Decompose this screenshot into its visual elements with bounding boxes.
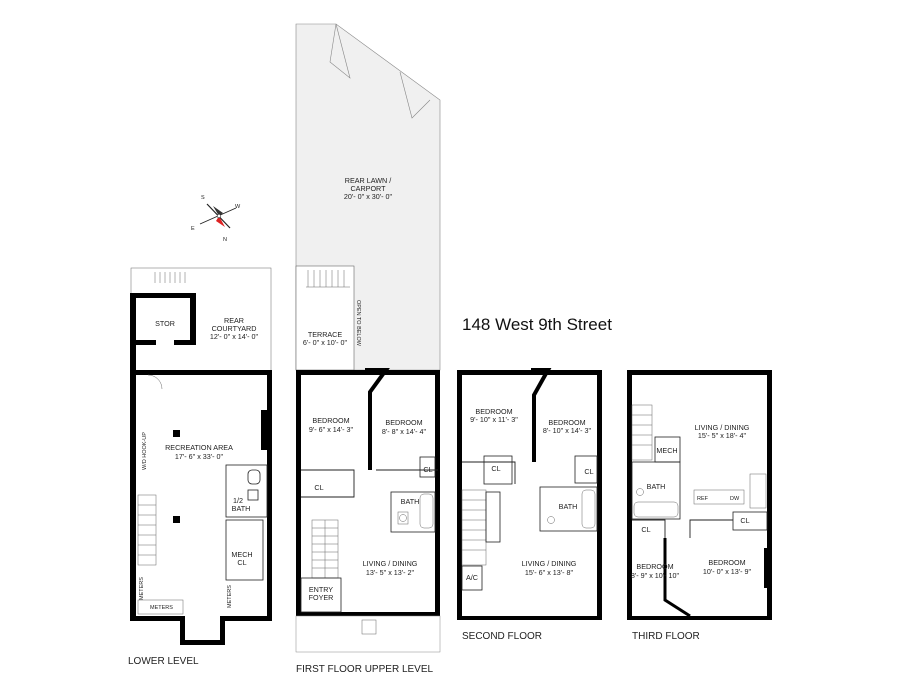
second-cl2-label: CL xyxy=(584,467,593,476)
lower-meters-vertical: METERS xyxy=(139,577,145,600)
lower-halfbath-2: BATH xyxy=(232,504,251,513)
lower-courtyard-label-1: REAR xyxy=(224,316,244,325)
first-living-dims: 13'- 5" x 13'- 2" xyxy=(366,568,415,577)
second-ac-label: A/C xyxy=(466,573,478,582)
first-bed2-label: BEDROOM xyxy=(385,418,422,427)
first-terrace-label: TERRACE xyxy=(308,330,343,339)
second-bed1-label: BEDROOM xyxy=(475,407,512,416)
first-terrace-dims: 6'- 0" x 10'- 0" xyxy=(303,338,348,347)
compass-e: E xyxy=(191,226,195,232)
third-floor-title: THIRD FLOOR xyxy=(632,631,700,642)
first-entry-2: FOYER xyxy=(309,593,334,602)
first-lawn-label-2: CARPORT xyxy=(350,184,386,193)
third-bed2-dims: 10'- 0" x 13'- 9" xyxy=(703,567,752,576)
lower-recreation-dims: 17'- 6" x 33'- 0" xyxy=(175,452,224,461)
second-living-dims: 15'- 6" x 13'- 8" xyxy=(525,568,574,577)
lower-mech-1: MECH xyxy=(231,550,252,559)
second-floor-plan: BEDROOM 9'- 10" x 11'- 3" BEDROOM 8'- 10… xyxy=(457,368,602,642)
second-bed2-dims: 8'- 10" x 14'- 3" xyxy=(543,426,592,435)
lower-level-title: LOWER LEVEL xyxy=(128,656,199,667)
second-bed1-dims: 9'- 10" x 11'- 3" xyxy=(470,415,518,424)
lower-meters-vertical-2: METERS xyxy=(227,585,233,608)
first-cl2-label: CL xyxy=(423,465,432,474)
third-cl2-label: CL xyxy=(740,516,749,525)
lower-recreation-label: RECREATION AREA xyxy=(165,443,233,452)
third-mech-label: MECH xyxy=(656,446,677,455)
lower-halfbath-1: 1/2 xyxy=(233,496,243,505)
first-cl1-label: CL xyxy=(314,483,323,492)
third-living-label: LIVING / DINING xyxy=(695,423,750,432)
compass: S W E N xyxy=(191,195,241,243)
third-cl1-label: CL xyxy=(641,525,650,534)
first-lawn-dims: 20'- 0" x 30'- 0" xyxy=(344,192,393,201)
third-bed1-label: BEDROOM xyxy=(636,562,673,571)
first-entry-1: ENTRY xyxy=(309,585,333,594)
third-bed2-label: BEDROOM xyxy=(708,558,745,567)
compass-s: S xyxy=(201,195,205,201)
first-bed1-dims: 9'- 6" x 14'- 3" xyxy=(309,425,354,434)
lower-level-plan: STOR REAR COURTYARD 12'- 0" x 14'- 0" RE… xyxy=(128,267,272,667)
lower-courtyard-label-2: COURTYARD xyxy=(212,324,257,333)
page-title: 148 West 9th Street xyxy=(462,315,612,334)
lower-mech-2: CL xyxy=(237,558,246,567)
lower-wd-label: W/D HOOK-UP xyxy=(142,432,148,470)
first-bed1-label: BEDROOM xyxy=(312,416,349,425)
second-cl1-label: CL xyxy=(491,464,500,473)
third-bath-label: BATH xyxy=(647,482,666,491)
second-bed2-label: BEDROOM xyxy=(548,418,585,427)
first-bath-label: BATH xyxy=(401,497,420,506)
second-floor-title: SECOND FLOOR xyxy=(462,631,542,642)
first-open-label: OPEN TO BELOW xyxy=(355,300,361,347)
second-bath-label: BATH xyxy=(559,502,578,511)
first-living-label: LIVING / DINING xyxy=(363,559,418,568)
second-living-label: LIVING / DINING xyxy=(522,559,577,568)
third-bed1-dims: 8'- 9" x 10'- 10" xyxy=(631,571,680,580)
third-dw-label: DW xyxy=(730,496,740,502)
compass-n: N xyxy=(223,237,227,243)
first-floor-title: FIRST FLOOR UPPER LEVEL xyxy=(296,664,434,675)
third-floor-plan: LIVING / DINING 15'- 5" x 18'- 4" MECH B… xyxy=(627,370,772,642)
lower-stor-label: STOR xyxy=(155,319,175,328)
third-ref-label: REF xyxy=(697,496,709,502)
first-floor-plan: REAR LAWN / CARPORT 20'- 0" x 30'- 0" TE… xyxy=(295,23,441,675)
third-living-dims: 15'- 5" x 18'- 4" xyxy=(698,431,747,440)
first-lawn-label-1: REAR LAWN / xyxy=(345,176,391,185)
lower-meters-label: METERS xyxy=(150,605,173,611)
first-bed2-dims: 8'- 8" x 14'- 4" xyxy=(382,427,427,436)
lower-courtyard-dims: 12'- 0" x 14'- 0" xyxy=(210,332,259,341)
compass-w: W xyxy=(235,204,241,210)
